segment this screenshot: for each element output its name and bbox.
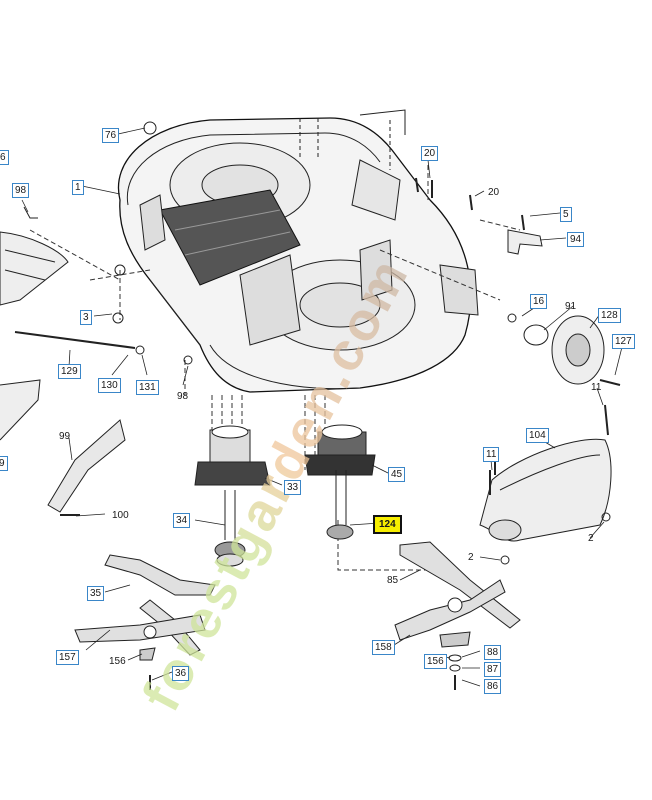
callout-156-left: 156 [109,656,126,667]
callout-3: 3 [80,310,92,325]
callout-11-guard: 11 [483,447,500,462]
callout-127: 127 [612,334,635,349]
callout-35: 35 [87,586,105,601]
discharge-deflector [0,231,69,306]
callout-131: 131 [136,380,159,395]
callout-91: 91 [565,301,577,312]
callout-5: 5 [560,207,572,222]
callout-88: 88 [484,645,502,660]
bracket [415,177,543,255]
left-spindle [194,425,271,567]
callout-2-right: 2 [588,533,594,544]
callout-11-right: 11 [591,382,602,393]
callout-86: 86 [484,679,502,694]
callout-76: 76 [102,128,120,143]
belt-guard [479,438,612,542]
callout-129: 129 [58,364,81,379]
left-blade [74,554,216,690]
callout-98-top: 98 [12,183,30,198]
callout-1: 1 [72,180,84,195]
callout-45: 45 [388,467,406,482]
callout-104: 104 [526,428,549,443]
callout-128: 128 [598,308,621,323]
right-spindle [304,424,376,540]
right-blade [394,541,521,690]
callout-36: 36 [172,666,190,681]
idler-pulley [507,313,621,436]
callout-124-highlighted: 124 [373,515,402,534]
callout-158: 158 [372,640,395,655]
callout-16: 16 [530,294,548,309]
callout-98-lower: 98 [177,391,189,402]
callout-20-right: 20 [488,187,500,198]
callout-130: 130 [98,378,121,393]
callout-6: 6 [0,150,9,165]
callout-94: 94 [567,232,585,247]
callout-9: 9 [0,456,8,471]
callout-157: 157 [56,650,79,665]
callout-100: 100 [112,510,129,521]
callout-20-top: 20 [421,146,439,161]
callout-85: 85 [387,575,399,586]
callout-2-left: 2 [468,552,474,563]
callout-87: 87 [484,662,502,677]
callout-34: 34 [173,513,191,528]
callout-156-right: 156 [424,654,447,669]
linkage [0,121,193,516]
callout-99: 99 [59,431,71,442]
mower-deck [117,109,479,393]
callout-33: 33 [284,480,302,495]
